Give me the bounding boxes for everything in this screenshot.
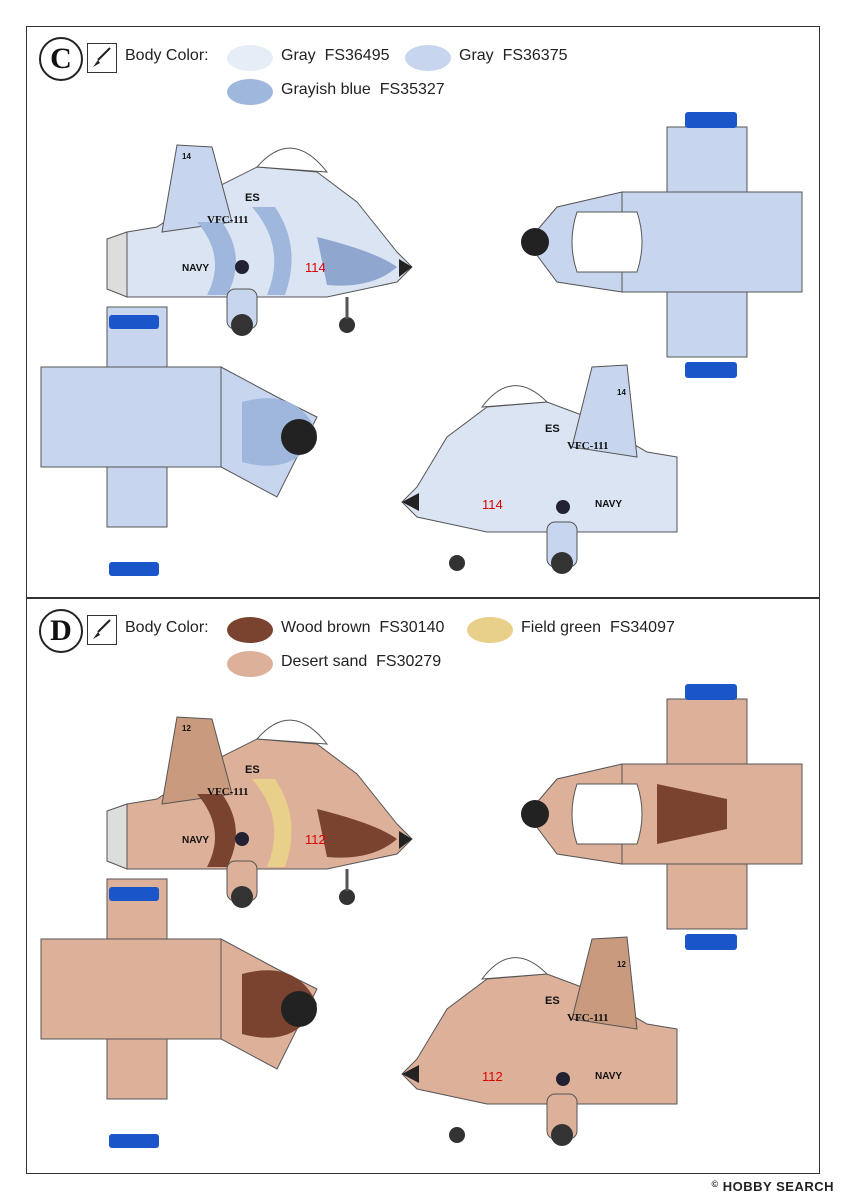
- scheme-letter-badge-d: D: [39, 609, 83, 653]
- unit-marking-text: VFC-111: [207, 214, 249, 226]
- body-color-label: Body Color:: [125, 47, 209, 64]
- missile-top-left-d: [109, 887, 159, 901]
- tail-code-text-2: ES: [545, 423, 560, 435]
- navy-marking-text-d2: NAVY: [595, 1071, 622, 1082]
- side-view-left-aircraft-d: NAVY VFC-111 ES 112 12: [106, 716, 413, 908]
- body-color-label-d: Body Color:: [125, 619, 209, 636]
- brand-text: HOBBY SEARCH: [722, 1179, 834, 1194]
- top-view-left-aircraft: [40, 306, 318, 576]
- scheme-letter-badge: C: [39, 37, 83, 81]
- side-view-left-aircraft: NAVY VFC-111 ES 114 14: [106, 144, 413, 336]
- tail-code-text-d: ES: [245, 764, 260, 776]
- scheme-c-drawings: NAVY VFC-111 ES 114 14: [40, 112, 803, 576]
- missile-top-right: [685, 112, 737, 128]
- top-view-left-aircraft-d: [40, 878, 318, 1148]
- top-view-right-aircraft-d: [521, 684, 803, 950]
- color-name-1: Gray FS36495: [281, 47, 390, 64]
- roundel-icon-d2: [556, 1072, 570, 1086]
- navy-marking-text: NAVY: [182, 263, 209, 274]
- modex-text-d2: 112: [482, 1069, 503, 1084]
- color-swatch-gray-36495: [227, 45, 273, 71]
- fin-number-text-d2: 12: [617, 960, 626, 969]
- modex-text-2: 114: [482, 497, 503, 512]
- color-name-2: Gray FS36375: [459, 47, 568, 64]
- roundel-icon-2: [556, 500, 570, 514]
- missile-top-left: [109, 315, 159, 329]
- panel-scheme-c: C 30292314171927189211216549233029171519…: [26, 26, 820, 598]
- missile-top-right-d: [685, 684, 737, 700]
- roundel-icon-d: [235, 832, 249, 846]
- navy-marking-text-d: NAVY: [182, 835, 209, 846]
- panel-scheme-d: D 32292325171927189211324549232932191726…: [26, 598, 820, 1174]
- missile-bottom-left-d: [109, 1134, 159, 1148]
- color-swatch-wood-brown: [227, 617, 273, 643]
- unit-marking-text-d: VFC-111: [207, 786, 249, 798]
- top-view-right-aircraft: [521, 112, 803, 378]
- side-view-right-aircraft-d: NAVY VFC-111 ES 112 12: [401, 936, 678, 1146]
- color-swatch-gray-36375: [405, 45, 451, 71]
- color-swatch-grayish-blue: [227, 79, 273, 105]
- missile-bottom-right: [685, 362, 737, 378]
- scheme-d-drawings: NAVY VFC-111 ES 112 12: [40, 684, 803, 1148]
- tail-code-text: ES: [245, 192, 260, 204]
- missile-bottom-right-d: [685, 934, 737, 950]
- color-swatch-field-green: [467, 617, 513, 643]
- color-name-3: Grayish blue FS35327: [281, 81, 445, 98]
- copyright-symbol: ©: [711, 1179, 719, 1189]
- unit-marking-text-d2: VFC-111: [567, 1012, 609, 1024]
- modex-text-d: 112: [305, 832, 326, 847]
- side-view-right-aircraft: NAVY VFC-111 ES 114 14: [401, 364, 678, 574]
- scheme-letter: C: [50, 42, 72, 75]
- navy-marking-text-2: NAVY: [595, 499, 622, 510]
- hobby-search-logo: © HOBBY SEARCH: [712, 1179, 834, 1194]
- missile-bottom-left: [109, 562, 159, 576]
- tail-code-text-d2: ES: [545, 995, 560, 1007]
- color-name-d3: Desert sand FS30279: [281, 653, 442, 670]
- color-swatch-desert-sand: [227, 651, 273, 677]
- unit-marking-text-2: VFC-111: [567, 440, 609, 452]
- fin-number-text: 14: [182, 152, 191, 161]
- fin-number-text-2: 14: [617, 388, 626, 397]
- fin-number-text-d: 12: [182, 724, 191, 733]
- roundel-icon: [235, 260, 249, 274]
- color-name-d1: Wood brown FS30140: [281, 619, 445, 636]
- scheme-letter-d: D: [50, 614, 72, 647]
- color-name-d2: Field green FS34097: [521, 619, 675, 636]
- modex-text: 114: [305, 260, 326, 275]
